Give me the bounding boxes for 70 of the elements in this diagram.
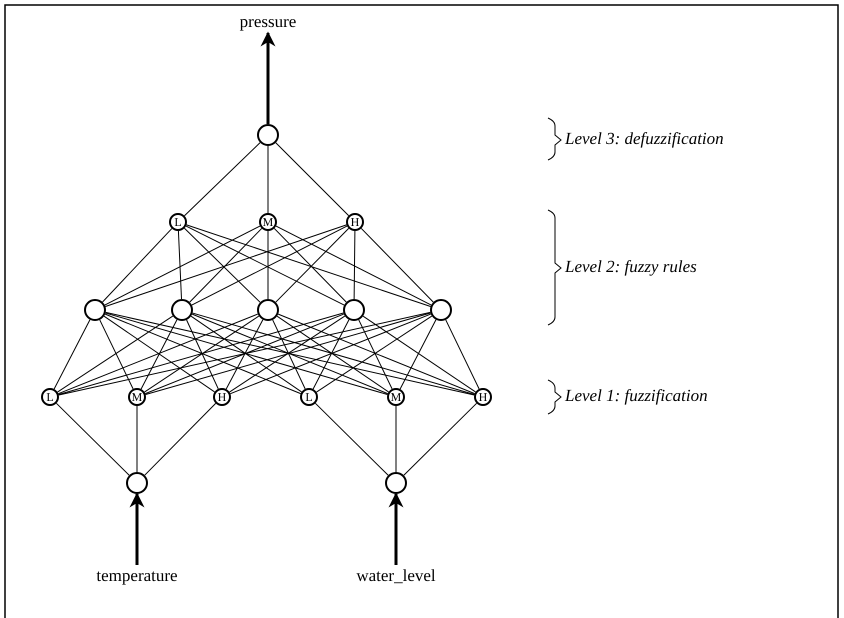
connection-line: [278, 314, 476, 394]
connection-line: [226, 319, 264, 390]
connection-line: [145, 312, 431, 396]
connection-line: [102, 228, 172, 302]
neuron-node: [84, 299, 106, 321]
connection-line: [57, 316, 174, 393]
neuron-node: [171, 299, 193, 321]
neuron-node: [385, 472, 407, 494]
connection-line: [54, 319, 90, 390]
level-label: Level 3: defuzzification: [565, 129, 724, 149]
membership-node: H: [213, 388, 231, 406]
membership-node: H: [474, 388, 492, 406]
connection-line: [276, 226, 432, 306]
connection-line: [104, 224, 347, 307]
connection-line: [192, 314, 388, 394]
connection-line: [314, 402, 389, 476]
connection-line: [275, 142, 350, 216]
neuron-node: [126, 472, 148, 494]
connection-line: [360, 228, 434, 303]
connection-line: [58, 314, 258, 394]
connection-line: [58, 312, 431, 396]
connection-line: [136, 406, 138, 472]
connection-line: [144, 314, 344, 394]
connection-line: [104, 314, 302, 394]
connection-line: [316, 316, 432, 393]
connection-line: [400, 319, 436, 390]
membership-node: L: [169, 213, 187, 231]
membership-node: M: [259, 213, 277, 231]
connection-line: [186, 224, 432, 307]
connection-line: [358, 319, 393, 390]
connection-line: [144, 402, 216, 476]
arrow: [260, 32, 276, 124]
neuron-node: [430, 299, 452, 321]
connection-line: [58, 312, 344, 396]
variable-label: temperature: [82, 565, 192, 587]
membership-node: M: [387, 388, 405, 406]
level-label: Level 1: fuzzification: [565, 386, 708, 406]
connection-line: [105, 312, 388, 395]
connection-line: [354, 230, 356, 300]
membership-node: M: [128, 388, 146, 406]
arrow: [388, 492, 404, 565]
connection-line: [312, 319, 350, 390]
neuron-node: [257, 299, 279, 321]
connection-line: [105, 312, 475, 396]
arrow: [130, 492, 144, 565]
connection-line: [104, 226, 260, 306]
connection-line: [99, 319, 134, 390]
connection-line: [144, 316, 260, 393]
connection-line: [362, 316, 476, 392]
connection-line: [56, 402, 130, 476]
connection-line: [276, 316, 390, 392]
connection-line: [104, 316, 216, 392]
connection-line: [178, 230, 182, 300]
connection-line: [230, 314, 432, 394]
level-label: Level 2: fuzzy rules: [565, 257, 697, 277]
membership-node: L: [41, 388, 59, 406]
connection-line: [140, 319, 178, 390]
connection-line: [186, 320, 219, 390]
neuron-node: [257, 124, 279, 146]
variable-label: water_level: [341, 565, 451, 587]
membership-node: L: [300, 388, 318, 406]
connection-line: [445, 319, 480, 390]
connection-line: [272, 319, 306, 390]
connection-line: [190, 316, 302, 392]
connection-line: [192, 312, 475, 395]
neuron-node: [343, 299, 365, 321]
connection-line: [403, 402, 478, 476]
connection-line: [184, 142, 261, 216]
membership-node: H: [346, 213, 364, 231]
variable-label: pressure: [223, 11, 313, 33]
